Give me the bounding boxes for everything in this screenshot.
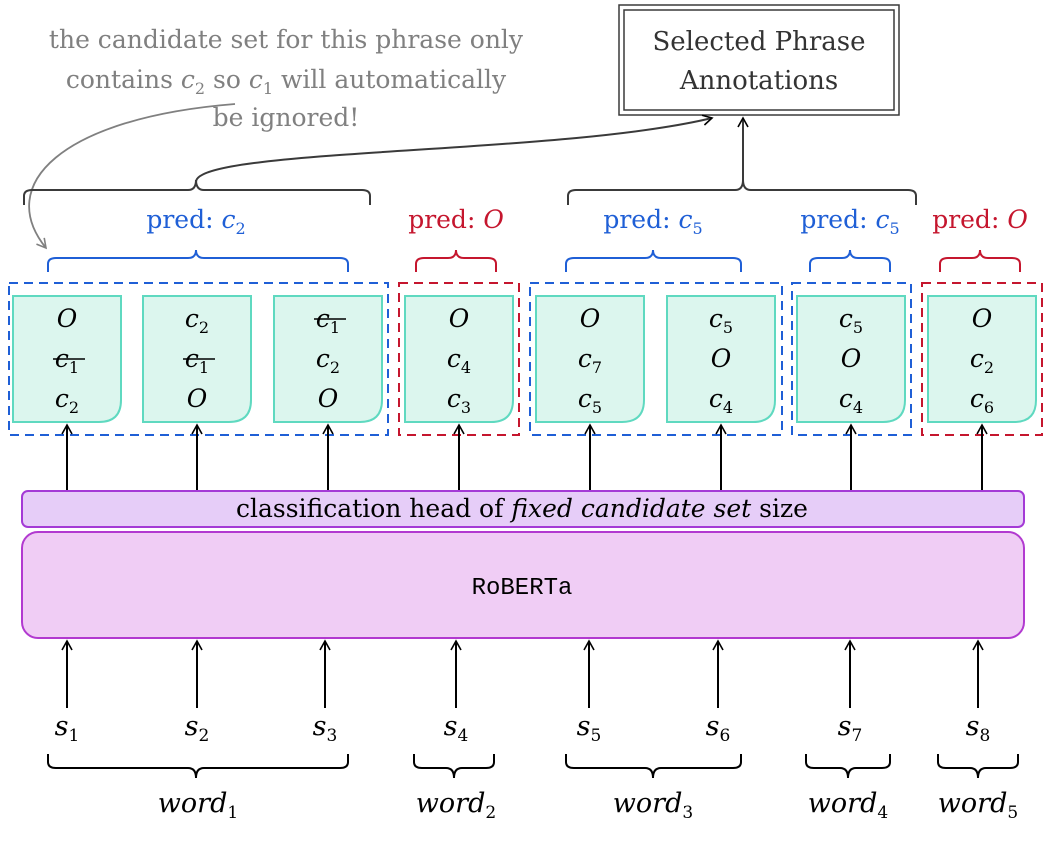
phrase-1-to-output-arrow — [195, 114, 714, 183]
subword-to-encoder-arrows — [61, 639, 984, 708]
pred-brace-4 — [809, 249, 891, 272]
note-line-3: be ignored! — [213, 103, 360, 132]
subword-token: s8 — [966, 711, 991, 746]
candidate-entry: O — [187, 384, 208, 413]
word-label: word1 — [158, 788, 238, 823]
pred-brace-2 — [415, 249, 497, 272]
subword-token: s1 — [55, 711, 80, 746]
word-label: word4 — [808, 788, 888, 823]
pred-brace-1 — [47, 249, 349, 272]
subword-token: s6 — [706, 711, 731, 746]
word-label: word5 — [938, 788, 1018, 823]
candidate-entry: c5 — [578, 384, 602, 417]
phrase-brace-top-1 — [23, 179, 371, 205]
candidate-entry: c7 — [578, 344, 602, 377]
roberta-encoder: RoBERTa — [21, 531, 1025, 639]
classification-head-label: classification head of fixed candidate s… — [236, 494, 808, 523]
word-brace-5 — [937, 754, 1019, 779]
candidate-entry: c6 — [970, 384, 994, 417]
prediction-labels: pred: c2 pred: O pred: c5 pred: c5 pred:… — [146, 205, 1027, 238]
candidate-entry: c2 — [316, 344, 340, 377]
word-group-box-1 — [8, 282, 389, 436]
pred-label-2: pred: O — [408, 205, 504, 234]
classification-head: classification head of fixed candidate s… — [21, 490, 1025, 528]
candidate-entry: c2 — [55, 384, 79, 417]
candidate-cell-shape — [535, 295, 645, 423]
candidate-entry: c4 — [839, 384, 863, 417]
subword-token: s4 — [444, 711, 469, 746]
word-brace-1 — [47, 754, 349, 779]
candidate-cell: Oc4 c3 — [404, 295, 514, 423]
subword-token: s7 — [838, 711, 863, 746]
pred-label-1: pred: c2 — [146, 205, 245, 238]
candidate-cell-shape — [404, 295, 514, 423]
candidate-cell: Oc7 c5 — [535, 295, 645, 423]
candidate-entry: O — [711, 344, 732, 373]
candidate-entry: c4 — [447, 344, 471, 377]
selected-phrase-annotations-box: Selected Phrase Annotations — [618, 4, 900, 116]
word-brace-3 — [565, 754, 742, 779]
pred-brace-5 — [939, 249, 1021, 272]
pred-label-3: pred: c5 — [603, 205, 702, 238]
note-line-1: the candidate set for this phrase only — [49, 25, 524, 54]
candidate-cell: Oc2 c6 — [927, 295, 1037, 423]
output-box-line-2: Annotations — [679, 66, 838, 96]
phrase-brace-top-2 — [567, 179, 917, 205]
word-label: word2 — [416, 788, 496, 823]
pred-label-4: pred: c5 — [800, 205, 899, 238]
word-labels: word1 word2 word3 word4 word5 — [158, 788, 1018, 823]
candidate-entry: c4 — [709, 384, 733, 417]
candidate-cell-shape — [796, 295, 906, 423]
candidate-entry: c2 — [970, 344, 994, 377]
head-to-cell-arrows — [61, 423, 988, 490]
candidate-entry: O — [318, 384, 339, 413]
pred-brace-3 — [565, 249, 742, 272]
pred-braces — [47, 249, 1021, 272]
word-braces — [47, 754, 1019, 779]
candidate-entry: O — [449, 304, 470, 333]
candidate-entry: O — [972, 304, 993, 333]
subword-token: s2 — [185, 711, 210, 746]
candidate-entry: c2 — [185, 304, 209, 337]
candidate-cell-shape — [666, 295, 776, 423]
candidate-entry: O — [841, 344, 862, 373]
word-brace-2 — [413, 754, 495, 779]
subword-token: s3 — [313, 711, 338, 746]
candidate-entry: O — [580, 304, 601, 333]
word-label: word3 — [613, 788, 693, 823]
output-box-line-1: Selected Phrase — [652, 27, 865, 57]
candidate-entry: O — [57, 304, 78, 333]
pred-label-5: pred: O — [932, 205, 1028, 234]
subword-token: s5 — [577, 711, 602, 746]
candidate-cell-shape — [927, 295, 1037, 423]
encoder-label: RoBERTa — [472, 575, 573, 602]
annotation-note: the candidate set for this phrase only c… — [49, 25, 524, 132]
candidate-entry: c5 — [709, 304, 733, 337]
candidate-entry: c5 — [839, 304, 863, 337]
word-brace-4 — [805, 754, 891, 779]
subword-tokens: s1 s2 s3 s4 s5 s6 s7 s8 — [55, 711, 991, 746]
word-group-box-3 — [529, 282, 783, 436]
note-line-2: contains c2 so c1 will automatically — [66, 65, 507, 98]
candidate-cell-shape — [273, 295, 383, 423]
candidate-entry: c3 — [447, 384, 471, 417]
note-pointer-arrow — [28, 103, 236, 250]
